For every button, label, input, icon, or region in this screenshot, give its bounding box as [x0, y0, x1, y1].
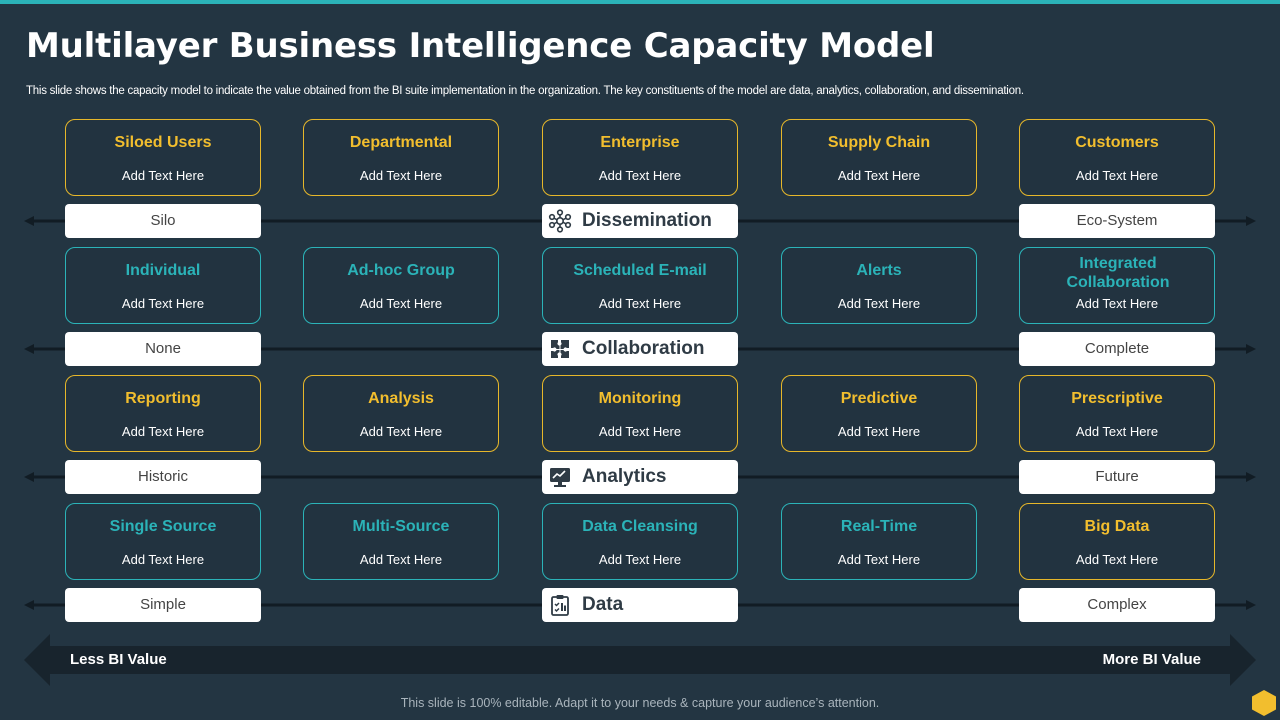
card-siloed-users: Siloed Users Add Text Here [65, 119, 261, 196]
scale-right-label: Complex [1019, 588, 1215, 622]
card-data-cleansing: Data Cleansing Add Text Here [542, 503, 738, 580]
card-text: Add Text Here [121, 168, 205, 183]
scale-left-label: Silo [65, 204, 261, 238]
card-enterprise: Enterprise Add Text Here [542, 119, 738, 196]
scale-left-label: None [65, 332, 261, 366]
layer-dissemination: Dissemination [542, 204, 738, 238]
scale-left-label: Simple [65, 588, 261, 622]
card-text: Add Text Here [598, 552, 682, 567]
card-text: Add Text Here [359, 424, 443, 439]
footer-note: This slide is 100% editable. Adapt it to… [400, 696, 880, 710]
card-title: Multi-Source [352, 518, 450, 535]
card-title: Data Cleansing [582, 518, 698, 535]
network-icon [548, 209, 572, 233]
card-text: Add Text Here [1075, 296, 1159, 311]
card-text: Add Text Here [1075, 424, 1159, 439]
clipboard-data-icon [551, 595, 569, 616]
card-title: Supply Chain [827, 134, 931, 151]
card-title: Ad-hoc Group [347, 262, 455, 279]
card-supply-chain: Supply Chain Add Text Here [781, 119, 977, 196]
card-departmental: Departmental Add Text Here [303, 119, 499, 196]
card-monitoring: Monitoring Add Text Here [542, 375, 738, 452]
scale-right-label: Complete [1019, 332, 1215, 366]
card-text: Add Text Here [1075, 552, 1159, 567]
card-alerts: Alerts Add Text Here [781, 247, 977, 324]
card-title: Monitoring [598, 390, 682, 407]
monitor-chart-icon [550, 468, 570, 487]
top-accent-bar [0, 0, 1280, 4]
card-title: Alerts [856, 262, 902, 279]
card-predictive: Predictive Add Text Here [781, 375, 977, 452]
card-text: Add Text Here [1075, 168, 1159, 183]
card-text: Add Text Here [359, 168, 443, 183]
card-text: Add Text Here [598, 296, 682, 311]
card-title: Departmental [349, 134, 453, 151]
card-customers: Customers Add Text Here [1019, 119, 1215, 196]
card-text: Add Text Here [837, 296, 921, 311]
card-analysis: Analysis Add Text Here [303, 375, 499, 452]
card-text: Add Text Here [359, 552, 443, 567]
card-text: Add Text Here [121, 424, 205, 439]
card-title: Individual [125, 262, 201, 279]
scale-right-label: Future [1019, 460, 1215, 494]
layer-label: Analytics [582, 466, 667, 487]
card-scheduled-email: Scheduled E-mail Add Text Here [542, 247, 738, 324]
page-subtitle: This slide shows the capacity model to i… [26, 85, 1024, 97]
scale-right-label: Eco-System [1019, 204, 1215, 238]
card-single-source: Single Source Add Text Here [65, 503, 261, 580]
card-title: Prescriptive [1071, 390, 1163, 407]
card-title: Predictive [840, 390, 918, 407]
layer-label: Data [582, 594, 624, 615]
card-title: Single Source [109, 518, 217, 535]
layer-label: Collaboration [582, 338, 705, 359]
card-ad-hoc-group: Ad-hoc Group Add Text Here [303, 247, 499, 324]
card-prescriptive: Prescriptive Add Text Here [1019, 375, 1215, 452]
card-integrated-collaboration: Integrated Collaboration Add Text Here [1019, 247, 1215, 324]
layer-data: Data [542, 588, 738, 622]
card-text: Add Text Here [359, 296, 443, 311]
more-bi-value-label: More BI Value [1102, 651, 1201, 668]
card-text: Add Text Here [121, 552, 205, 567]
hexagon-icon [1252, 690, 1276, 716]
card-title: Integrated Collaboration [1066, 255, 1170, 291]
card-title: Analysis [368, 390, 434, 407]
page-title: Multilayer Business Intelligence Capacit… [26, 26, 935, 66]
card-multi-source: Multi-Source Add Text Here [303, 503, 499, 580]
card-title: Enterprise [600, 134, 680, 151]
card-title: Reporting [125, 390, 201, 407]
bi-value-arrow [24, 634, 1256, 686]
puzzle-icon [551, 340, 569, 358]
card-title: Real-Time [840, 518, 918, 535]
card-title: Big Data [1084, 518, 1150, 535]
card-real-time: Real-Time Add Text Here [781, 503, 977, 580]
layer-analytics: Analytics [542, 460, 738, 494]
card-text: Add Text Here [598, 424, 682, 439]
card-text: Add Text Here [837, 424, 921, 439]
layer-collaboration: Collaboration [542, 332, 738, 366]
card-text: Add Text Here [837, 168, 921, 183]
card-reporting: Reporting Add Text Here [65, 375, 261, 452]
card-big-data: Big Data Add Text Here [1019, 503, 1215, 580]
card-text: Add Text Here [598, 168, 682, 183]
card-title: Siloed Users [114, 134, 212, 151]
card-text: Add Text Here [837, 552, 921, 567]
card-text: Add Text Here [121, 296, 205, 311]
card-title: Scheduled E-mail [573, 262, 707, 279]
card-title: Customers [1075, 134, 1159, 151]
card-individual: Individual Add Text Here [65, 247, 261, 324]
layer-label: Dissemination [582, 210, 712, 231]
less-bi-value-label: Less BI Value [70, 651, 167, 668]
scale-left-label: Historic [65, 460, 261, 494]
